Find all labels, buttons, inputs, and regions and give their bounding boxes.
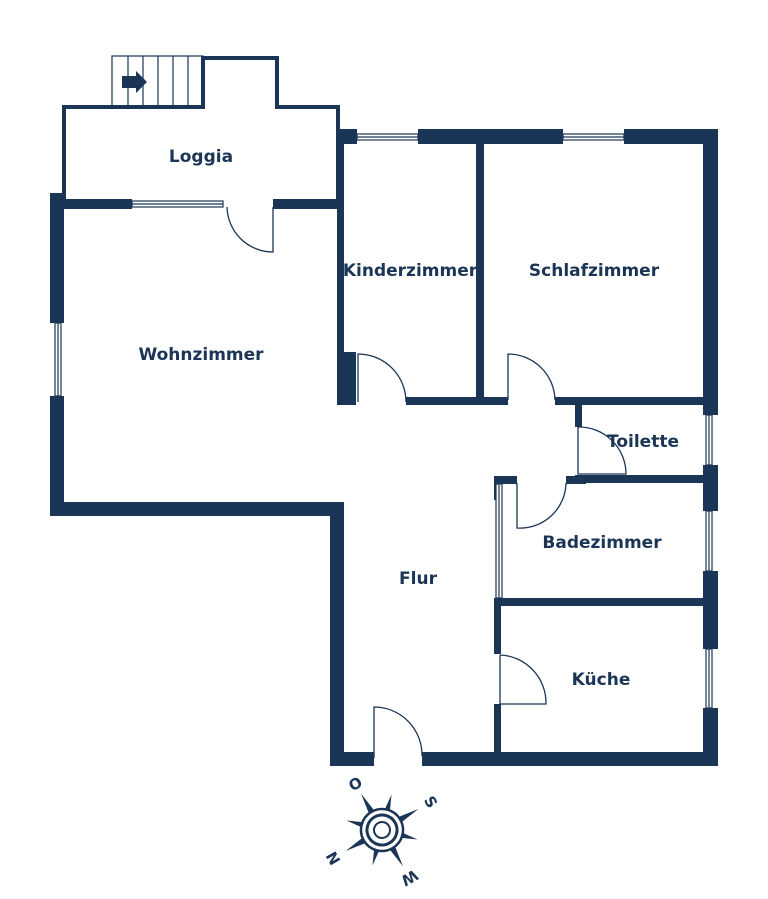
room-labels: Loggia Kinderzimmer Schlafzimmer Wohnzim…: [138, 147, 679, 690]
stairs-arrow-icon: [122, 71, 147, 93]
window: [356, 133, 419, 141]
wall-segment: [703, 129, 718, 415]
room-label-wohnzimmer: Wohnzimmer: [138, 345, 264, 365]
door-toilette: [577, 426, 627, 475]
window: [54, 322, 62, 397]
door-entrance: [373, 706, 423, 758]
window: [705, 414, 713, 466]
wall-segment: [575, 403, 582, 427]
compass-letter-south: S: [420, 793, 441, 811]
wall-segment: [555, 397, 718, 405]
wall-segment: [566, 476, 586, 484]
wall-segment: [476, 144, 484, 405]
wall-segment: [50, 199, 132, 209]
room-label-kueche: Küche: [572, 670, 631, 690]
wall-segment: [422, 752, 718, 766]
room-label-loggia: Loggia: [169, 147, 233, 167]
wall-segment: [624, 129, 718, 144]
wall-segment: [50, 193, 64, 323]
compass-letter-north: N: [323, 848, 345, 868]
window: [495, 483, 503, 599]
wall-segment: [703, 465, 718, 511]
wall-segment: [703, 571, 718, 649]
walls: [50, 55, 718, 766]
door-kinderzimmer: [357, 353, 407, 403]
window: [562, 133, 625, 141]
wall-segment: [703, 708, 718, 766]
wall-segment: [337, 129, 344, 405]
compass-letter-east: O: [345, 773, 365, 795]
wall-segment: [418, 129, 563, 144]
wall-segment: [494, 704, 501, 759]
wall-segment: [330, 502, 344, 766]
door-kueche: [499, 654, 547, 705]
wall-segment: [494, 598, 718, 606]
window: [705, 648, 713, 709]
wall-segment: [494, 476, 517, 484]
window: [131, 200, 224, 208]
room-label-kinderzimmer: Kinderzimmer: [343, 261, 478, 281]
door-loggia: [226, 206, 274, 253]
wall-segment: [273, 199, 338, 209]
door-badezimmer: [516, 482, 567, 529]
wall-segment: [330, 752, 374, 766]
wall-segment: [337, 352, 356, 405]
wall-segment: [50, 396, 64, 516]
loggia-outline: [62, 55, 340, 200]
wall-segment: [50, 502, 344, 516]
door-schlafzimmer: [507, 353, 556, 401]
room-label-schlafzimmer: Schlafzimmer: [529, 261, 660, 281]
room-label-flur: Flur: [399, 569, 438, 589]
compass-letter-west: W: [397, 866, 421, 890]
compass-rose-icon: O S W N: [323, 773, 441, 890]
windows: [54, 133, 713, 709]
doors: [226, 206, 627, 758]
wall-segment: [494, 598, 501, 654]
wall-segment: [575, 475, 718, 483]
room-label-badezimmer: Badezimmer: [542, 533, 662, 553]
room-label-toilette: Toilette: [607, 432, 679, 452]
wall-segment: [406, 397, 508, 405]
window: [705, 510, 713, 572]
